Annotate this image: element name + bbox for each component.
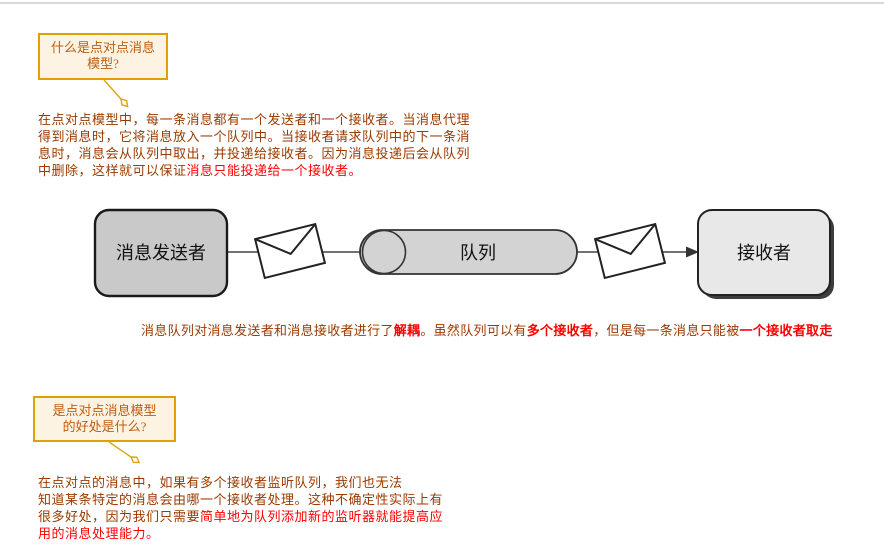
caption-seg5: ，但是每一条消息只能被: [593, 323, 740, 338]
queue-end-cap: [361, 229, 407, 275]
callout-leader-1: [103, 79, 129, 108]
caption-seg3: 。虽然队列可以有: [420, 323, 527, 338]
envelope-body: [593, 222, 667, 280]
callout-question-1-line1: 什么是点对点消息: [50, 40, 155, 55]
paragraph-benefit: 在点对点的消息中，如果有多个接收者监听队列，我们也无法知道某条特定的消息会由哪一…: [38, 474, 452, 550]
callout-leader-2: [108, 441, 141, 464]
caption-seg4: 多个接收者: [526, 323, 594, 338]
envelope-body: [253, 222, 327, 280]
envelope-icon: [253, 222, 327, 280]
callout-question-1-line2: 模型?: [87, 56, 119, 71]
paragraph-benefit-text: 知道某条特定的消息会由哪一个接收者处理。这种不确定性实际上有很多好处，因为我们只…: [38, 492, 444, 524]
paragraph-benefit-line1: 在点对点的消息中，如果有多个接收者监听队列，我们也无法: [38, 475, 403, 490]
receiver-box-shape: [697, 209, 831, 296]
callout-question-2: 是点对点消息模型 的好处是什么?: [33, 396, 176, 442]
envelope-icon: [593, 222, 667, 280]
callout-question-2-line1: 是点对点消息模型: [52, 403, 157, 418]
leader-line: [103, 79, 122, 100]
paragraph-definition-highlight: 消息只能投递给一个接收者。: [186, 163, 363, 178]
sender-label: 消息发送者: [116, 243, 206, 263]
diamond-connector-icon: [129, 456, 141, 464]
paragraph-benefit-highlight: 简单地为队列添加新的监听器就能提高应用的消息处理能力。: [38, 509, 444, 541]
envelope-flap: [594, 223, 657, 256]
receiver-box: 接收者: [697, 209, 834, 299]
sender-box: 消息发送者: [93, 208, 229, 298]
diagram-caption: 消息队列对消息发送者和消息接收者进行了解耦。虽然队列可以有多个接收者，但是每一条…: [141, 320, 833, 339]
paragraph-definition-text: 在点对点模型中，每一条消息都有一个发送者和一个接收者。当消息代理得到消息时，它将…: [38, 112, 471, 178]
envelope-flap: [254, 223, 317, 256]
paragraph-definition: 在点对点模型中，每一条消息都有一个发送者和一个接收者。当消息代理得到消息时，它将…: [38, 111, 476, 185]
caption-seg6: 一个接收者取走: [739, 323, 833, 338]
receiver-label: 接收者: [737, 243, 791, 263]
diamond-connector-icon: [120, 98, 129, 108]
sender-box-shape: [93, 208, 229, 298]
top-divider: [0, 2, 884, 4]
callout-question-1: 什么是点对点消息 模型?: [38, 33, 168, 80]
queue-label: 队列: [460, 243, 496, 263]
leader-line: [108, 441, 132, 458]
queue-body: [359, 229, 578, 275]
arrowhead-icon: [686, 246, 699, 258]
caption-seg2: 解耦: [393, 323, 421, 338]
callout-question-2-line2: 的好处是什么?: [62, 419, 147, 434]
caption-seg1: 消息队列对消息发送者和消息接收者进行了: [141, 323, 394, 338]
queue-cylinder: 队列: [359, 229, 578, 275]
p2p-message-diagram: 消息发送者 队列 接收者: [93, 208, 834, 299]
